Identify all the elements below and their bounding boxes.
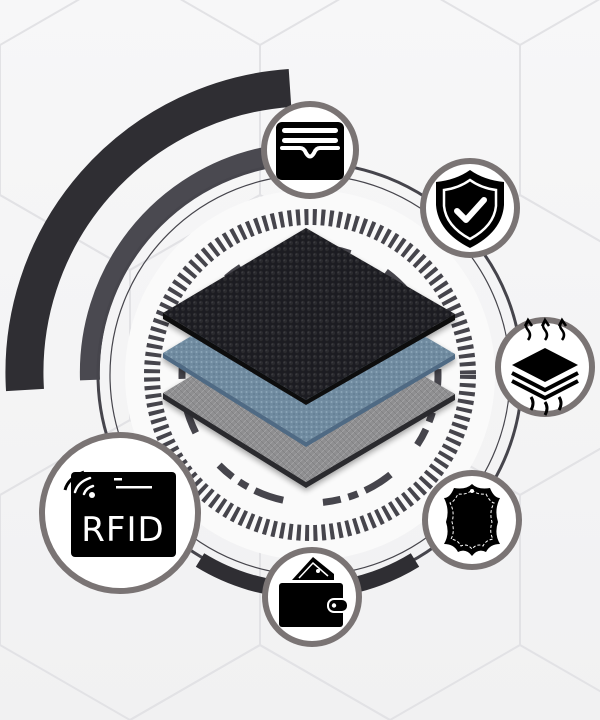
shield-check-icon: [436, 170, 504, 248]
outer-dark-arc: [5, 69, 292, 392]
material-layers: [163, 228, 455, 488]
card-holder-icon: [276, 122, 344, 180]
rfid-card-icon: RFID: [63, 470, 176, 557]
segmented-inner-ring: [178, 243, 442, 507]
layer-black-leather: [163, 228, 455, 405]
rfid-label: RFID: [81, 510, 164, 550]
wallet-cash-icon: [278, 557, 349, 627]
feature-breathable: [495, 317, 595, 417]
leather-hide-icon: [444, 484, 500, 556]
feature-card-slots: [261, 101, 359, 199]
tick-ring: [144, 209, 476, 541]
feature-rfid-blocking: RFID: [39, 432, 201, 594]
feature-wallet: [262, 547, 362, 647]
breathable-layers-icon: [511, 317, 579, 416]
feature-genuine-leather: [422, 470, 522, 570]
inner-gray-arc: [79, 147, 268, 381]
feature-protection: [420, 158, 520, 258]
